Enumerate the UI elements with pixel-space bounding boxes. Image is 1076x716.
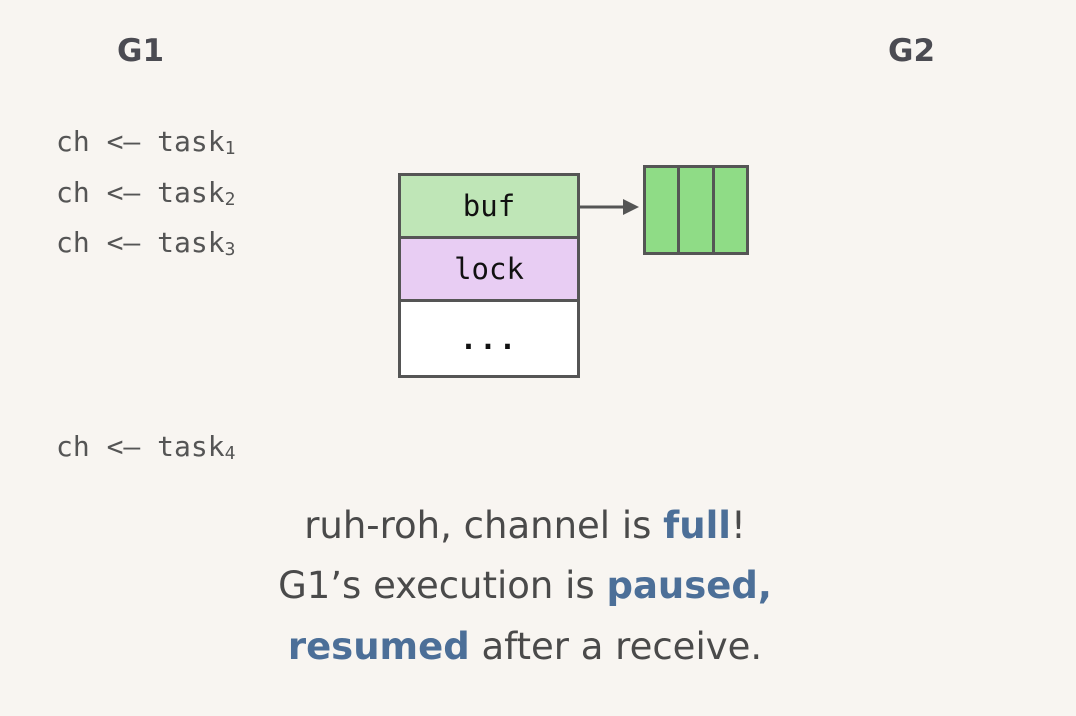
send-statement-3: ch <– task3 [56, 229, 235, 259]
hchan-field-ellipsis: ... [401, 302, 577, 375]
buf-pointer-arrow [577, 199, 639, 215]
task-subscript: 2 [224, 189, 236, 210]
send-statement-1: ch <– task1 [56, 128, 235, 158]
caption-highlight: paused, [606, 564, 772, 607]
goroutine-g2-label: G2 [888, 33, 936, 69]
caption-highlight: resumed [287, 625, 470, 668]
caption-line-1: ruh-roh, channel is full! [0, 507, 1050, 544]
buffer-slot [714, 168, 746, 252]
send-statement-text: ch <– task [56, 176, 225, 209]
hchan-field-buf: buf [401, 176, 577, 236]
buffer-slot [646, 168, 678, 252]
hchan-struct: buf lock ... [398, 173, 580, 378]
send-statement-text: ch <– task [56, 125, 225, 158]
caption-line-3: resumed after a receive. [0, 628, 1050, 665]
send-statement-4: ch <– task4 [56, 433, 235, 463]
caption-text: ruh-roh, channel is [304, 504, 664, 547]
send-statement-text: ch <– task [56, 226, 225, 259]
hchan-field-lock: lock [401, 239, 577, 299]
send-statement-text: ch <– task [56, 430, 225, 463]
task-subscript: 4 [224, 443, 236, 464]
caption-text: G1’s execution is [278, 564, 607, 607]
caption-highlight: full [663, 504, 731, 547]
goroutine-g1-label: G1 [117, 33, 165, 69]
caption-line-2: G1’s execution is paused, [0, 567, 1050, 604]
task-subscript: 3 [224, 239, 236, 260]
circular-buffer [643, 165, 749, 255]
buffer-slot [680, 168, 712, 252]
send-statement-2: ch <– task2 [56, 179, 235, 209]
caption-text: after a receive. [469, 625, 763, 668]
task-subscript: 1 [224, 138, 236, 159]
caption-text: ! [730, 504, 746, 547]
